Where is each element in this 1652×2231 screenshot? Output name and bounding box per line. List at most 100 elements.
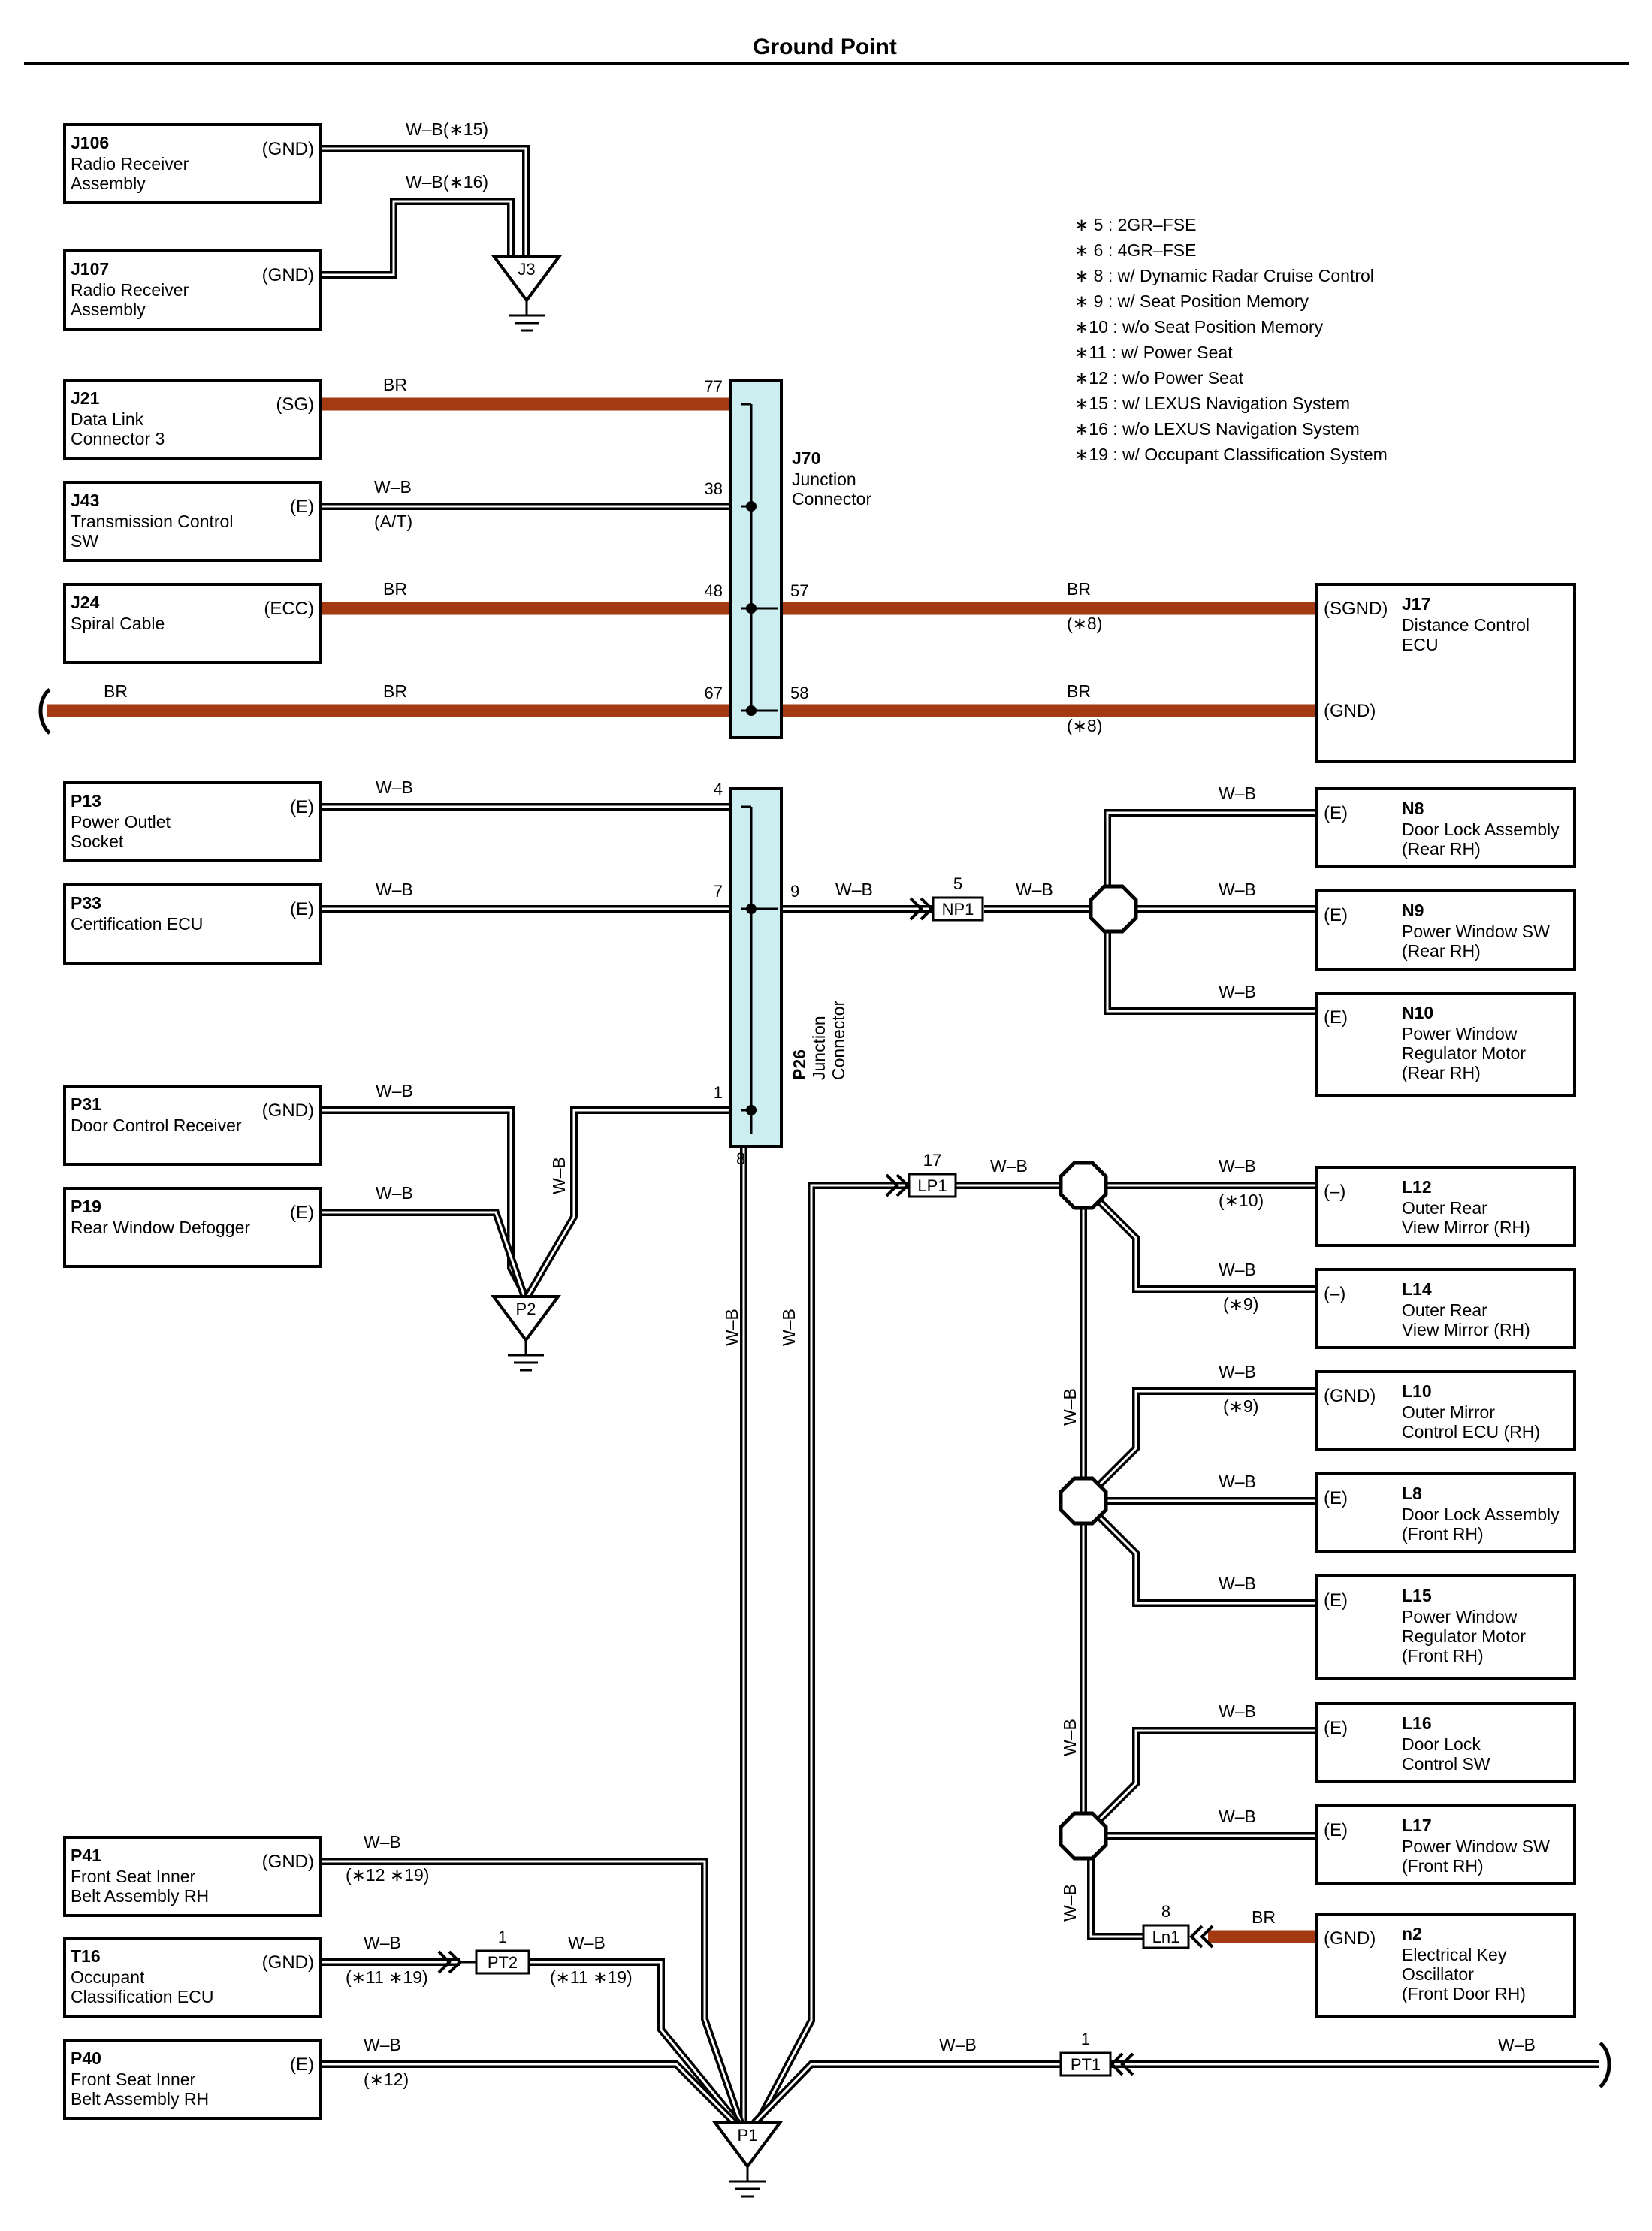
label-wb-p13: W–B [376,777,413,797]
component-l17: (E) L17 Power Window SW (Front RH) [1315,1804,1576,1885]
ground-j3-label: J3 [518,260,535,279]
l16-terminal: (E) [1324,1718,1348,1738]
wire-splice2-l10 [1095,1387,1316,1489]
note-6: ∗ 6 : 4GR–FSE [1074,240,1196,260]
label-at: (A/T) [374,512,412,531]
l17-name-2: (Front RH) [1402,1856,1484,1876]
j70-name-1: Junction [792,469,856,489]
l14-terminal: (–) [1324,1284,1345,1304]
l16-code: L16 [1402,1713,1432,1733]
p26-pin-4: 4 [714,780,723,799]
p19-name-1: Rear Window Defogger [71,1218,250,1237]
j107-code: J107 [71,259,109,279]
component-n2: (GND) n2 Electrical Key Oscillator (Fron… [1315,1913,1576,2018]
ground-p2: P2 [491,1295,561,1372]
component-p13: P13 Power Outlet Socket (E) [63,781,322,862]
j107-terminal: (GND) [262,265,314,285]
label-wb-15: W–B(∗15) [406,119,488,139]
wires [38,145,1611,2126]
note-11: ∗11 : w/ Power Seat [1074,343,1233,362]
j43-code: J43 [71,491,99,510]
j24-name-1: Spiral Cable [71,614,165,633]
j70-pin-57: 57 [790,581,808,600]
p13-terminal: (E) [290,797,314,817]
component-n8: (E) N8 Door Lock Assembly (Rear RH) [1315,787,1576,868]
p31-terminal: (GND) [262,1100,314,1121]
component-j107: J107 Radio Receiver Assembly (GND) [63,249,322,331]
wire-splice3-ln1 [1087,1858,1143,1940]
wire-labels: W–B(∗15) W–B(∗16) BR W–B (A/T) BR BR (∗8… [104,119,1536,2089]
note-8: ∗ 8 : w/ Dynamic Radar Cruise Control [1074,266,1374,285]
label-wb-l10: W–B [1219,1362,1256,1381]
label-br-mid: BR [383,681,407,701]
j17-name-1: Distance Control [1402,615,1530,635]
junction-p26: 4 7 1 9 8 P26 Junction Connector [714,780,848,1168]
component-n10: (E) N10 Power Window Regulator Motor (Re… [1315,992,1576,1097]
j17-code: J17 [1402,594,1430,614]
label-wb-p26-np1: W–B [835,880,873,899]
l8-name-1: Door Lock Assembly [1402,1505,1560,1524]
label-wb-l14: W–B [1219,1260,1256,1279]
n10-name-2: Regulator Motor [1402,1043,1526,1063]
wire-p31-p2 [320,1106,530,1299]
j17-name-2: ECU [1402,635,1439,654]
p33-code: P33 [71,893,101,913]
label-n8-b: (∗8) [1067,716,1102,735]
label-wb-splice2-3: W–B [1060,1719,1080,1756]
label-n12: (∗12) [364,2069,409,2089]
splice-rear [1091,886,1136,931]
p26-code: P26 [790,1049,809,1080]
l17-name-1: Power Window SW [1402,1837,1550,1856]
p40-name-1: Front Seat Inner [71,2069,196,2089]
label-wb-lp1: W–B [990,1156,1028,1176]
np1-code: NP1 [942,900,974,919]
label-br-j17-gnd: BR [1067,681,1091,701]
n8-name-1: Door Lock Assembly [1402,820,1560,839]
label-wb-p33: W–B [376,880,413,899]
p41-code: P41 [71,1846,101,1865]
label-wb-j43: W–B [374,477,412,497]
label-n10: (∗10) [1219,1191,1264,1210]
wire-p19-p2 [320,1209,528,1298]
l12-name-1: Outer Rear [1402,1198,1487,1218]
p13-code: P13 [71,791,101,811]
component-j21: J21 Data Link Connector 3 (SG) [63,379,322,460]
l10-name-2: Control ECU (RH) [1402,1422,1540,1442]
lp1-pin: 17 [923,1151,941,1170]
component-l16: (E) L16 Door Lock Control SW [1315,1702,1576,1783]
notes-legend: ∗ 5 : 2GR–FSE ∗ 6 : 4GR–FSE ∗ 8 : w/ Dyn… [1074,215,1388,464]
component-j106: J106 Radio Receiver Assembly (GND) [63,123,322,204]
j24-terminal: (ECC) [264,599,314,619]
j21-code: J21 [71,388,100,408]
l15-name-3: (Front RH) [1402,1646,1484,1665]
component-j24: J24 Spiral Cable (ECC) [63,583,322,664]
wire-pt2-p1 [529,1958,741,2126]
label-wb-pt1: W–B [939,2035,977,2054]
n2-name-2: Oscillator [1402,1964,1474,1984]
l15-terminal: (E) [1324,1590,1348,1611]
p19-terminal: (E) [290,1203,314,1223]
np1-pin: 5 [953,874,962,893]
component-n9: (E) N9 Power Window SW (Rear RH) [1315,889,1576,971]
l14-code: L14 [1402,1279,1432,1299]
label-wb-16: W–B(∗16) [406,172,488,192]
component-l14: (–) L14 Outer Rear View Mirror (RH) [1315,1268,1576,1349]
label-wb-p19: W–B [376,1183,413,1203]
component-l10: (GND) L10 Outer Mirror Control ECU (RH) [1315,1370,1576,1451]
p40-code: P40 [71,2048,101,2068]
splice-front-1 [1061,1163,1106,1208]
ground-j3: J3 [491,255,562,332]
p33-name-1: Certification ECU [71,914,203,934]
n8-code: N8 [1402,799,1424,818]
p13-name-1: Power Outlet [71,812,171,832]
n9-code: N9 [1402,901,1424,920]
ln1-code: Ln1 [1152,1928,1180,1946]
j106-name-1: Radio Receiver [71,154,189,174]
p26-pin-8: 8 [736,1149,745,1168]
label-br-left: BR [104,681,128,701]
component-p33: P33 Certification ECU (E) [63,883,322,965]
l8-name-2: (Front RH) [1402,1524,1484,1544]
j70-pin-38: 38 [705,479,723,498]
n9-name-1: Power Window SW [1402,922,1550,941]
label-wb-l15: W–B [1219,1574,1256,1593]
